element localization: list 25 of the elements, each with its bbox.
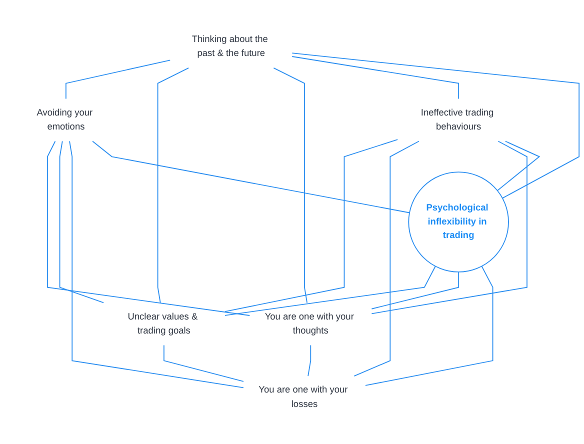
connector [273,67,308,304]
connector [496,140,540,192]
node-text: Avoiding your emotions [36,107,93,132]
connector [69,140,244,388]
connector [157,67,190,304]
node-text: Ineffective trading behaviours [420,107,494,132]
connector [365,266,494,386]
connector [47,140,250,316]
connector [59,140,104,304]
connector [371,140,528,314]
connector [371,271,460,310]
connector [354,140,420,377]
connector [163,344,244,382]
node-text: You are one with your losses [258,384,348,410]
node-text: Thinking about the past & the future [192,34,268,58]
connector [224,139,398,312]
connector [308,344,312,377]
connector [224,266,436,316]
connector [292,56,460,100]
connector [65,60,171,100]
node-text: Unclear values & trading goals [128,311,198,336]
connector [292,52,580,199]
connector [92,140,410,214]
node-circle: Psychological inflexibility in trading [408,172,509,272]
node-text: You are one with your thoughts [264,311,354,336]
